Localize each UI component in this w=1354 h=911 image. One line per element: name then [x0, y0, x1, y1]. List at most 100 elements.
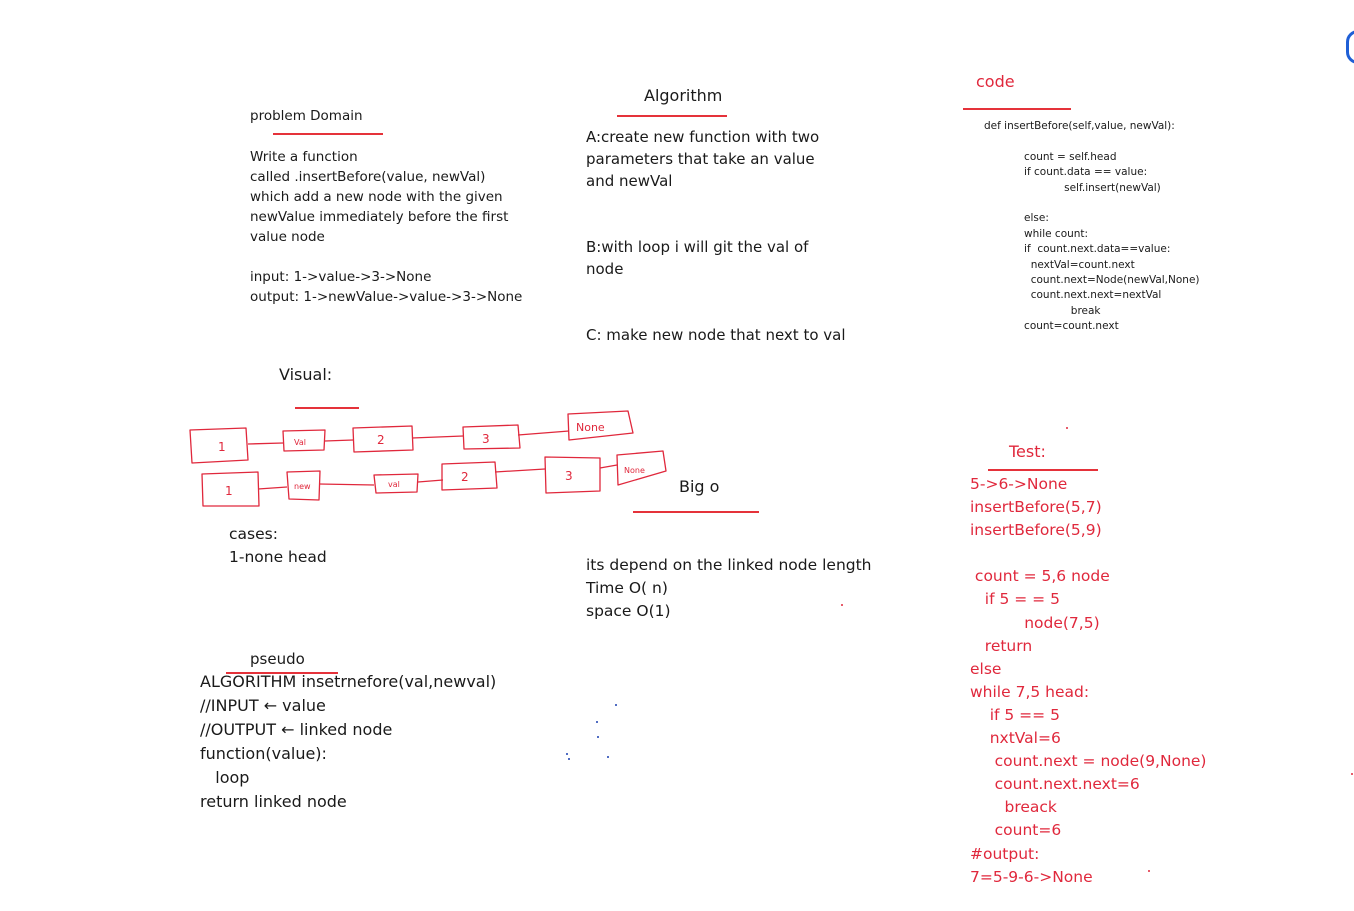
stray-dot [607, 756, 609, 758]
row1-node-1: 1 [218, 440, 226, 454]
row2-node-2: 2 [461, 470, 469, 484]
edge-circle-button[interactable] [1346, 30, 1354, 64]
stray-dot [1066, 427, 1068, 429]
row1-link [517, 430, 570, 436]
row2-node-none: None [624, 466, 645, 475]
visual-underline [295, 407, 359, 409]
pseudo-underline [226, 672, 338, 674]
text-line: 1-none head [229, 548, 327, 566]
text-line: B:with loop i will git the val of [586, 238, 809, 256]
row1-node-val: Val [294, 438, 306, 447]
row1-node-3: 3 [482, 432, 490, 446]
stray-dot [1351, 773, 1353, 775]
row1-node-box [352, 425, 414, 453]
text-line: else: [984, 212, 1049, 225]
row1-node-2: 2 [377, 433, 385, 447]
text-line: space O(1) [586, 602, 671, 620]
text-line: #output: [970, 844, 1040, 863]
text-line [250, 247, 522, 267]
text-line: function(value): [200, 744, 327, 763]
text-line: //INPUT ← value [200, 696, 326, 715]
algorithm-title: Algorithm [644, 86, 723, 105]
row2-node-3: 3 [565, 469, 573, 483]
text-line: Time O( n) [586, 579, 668, 597]
row2-node-box [616, 450, 667, 486]
text-line: which add a new node with the given [250, 189, 503, 205]
code-title: code [976, 72, 1015, 91]
test-title: Test: [1009, 442, 1046, 461]
problem-domain-title: problem Domain [250, 108, 363, 124]
stray-dot [841, 604, 843, 606]
text-line: return [970, 636, 1033, 655]
text-line: while count: [984, 227, 1089, 240]
stray-dot [566, 753, 568, 755]
text-line: its depend on the linked node length [586, 556, 872, 574]
visual-title: Visual: [279, 365, 333, 384]
text-line: output: 1->newValue->value->3->None [250, 289, 523, 305]
row2-node-1: 1 [225, 484, 233, 498]
row2-link [599, 464, 618, 469]
text-line [586, 280, 846, 302]
text-line: break [984, 304, 1101, 317]
stray-dot [596, 721, 598, 723]
text-line: count = self.head [984, 150, 1117, 163]
code-underline [963, 108, 1071, 110]
text-line: node(7,5) [970, 613, 1100, 632]
text-line: C: make new node that next to val [586, 326, 846, 344]
row2-link [417, 479, 444, 483]
code-block: def insertBefore(self,value, newVal): co… [984, 119, 1200, 335]
text-line: self.insert(newVal) [984, 181, 1161, 194]
text-line: called .insertBefore(value, newVal) [250, 169, 486, 185]
row2-link [494, 468, 546, 473]
cases-body: cases: 1-none head [229, 523, 327, 569]
row1-link [247, 442, 284, 445]
text-line: nextVal=count.next [984, 258, 1135, 271]
text-line [586, 302, 846, 324]
text-line: cases: [229, 525, 278, 543]
text-line: loop [200, 768, 250, 787]
text-line: 7=5-9-6->None [970, 867, 1093, 886]
text-line: newValue immediately before the first [250, 209, 509, 225]
row2-node-box [286, 470, 321, 501]
text-line [586, 214, 846, 236]
pseudo-code: ALGORITHM insetrnefore(val,newval) //INPU… [200, 670, 496, 814]
text-line: count.next=Node(newVal,None) [984, 274, 1200, 287]
row2-node-box [201, 471, 260, 507]
algorithm-underline [617, 115, 727, 117]
text-line [984, 134, 1200, 149]
row2-node-val: val [388, 480, 400, 489]
row2-node-box [441, 461, 498, 491]
row1-node-box [282, 429, 326, 452]
text-line: and newVal [586, 172, 673, 190]
big-o-underline [633, 511, 759, 513]
stray-dot [597, 736, 599, 738]
text-line: input: 1->value->3->None [250, 269, 432, 285]
stray-dot [1148, 870, 1150, 872]
row1-node-box [567, 410, 634, 441]
pseudo-title: pseudo [250, 650, 305, 668]
text-line: if count.data == value: [984, 166, 1148, 179]
text-line: count = 5,6 node [970, 567, 1110, 586]
text-line [984, 196, 1200, 211]
stray-dot [568, 758, 570, 760]
row1-node-box [189, 427, 249, 464]
text-line: count.next = node(9,None) [970, 752, 1207, 771]
problem-domain-body: Write a function called .insertBefore(val… [250, 147, 522, 307]
problem-domain-underline [273, 133, 383, 135]
text-line: ALGORITHM insetrnefore(val,newval) [200, 672, 497, 691]
linked-list-diagram: 1 Val 2 3 None 1 new val 2 3 None [189, 410, 667, 507]
text-line: Write a function [250, 149, 358, 165]
text-line: node [586, 260, 624, 278]
text-line: insertBefore(5,9) [970, 521, 1102, 540]
row2-node-box [373, 473, 419, 494]
text-line: if 5 == 5 [970, 705, 1060, 724]
text-line: nxtVal=6 [970, 729, 1061, 748]
text-line: count.next.next=6 [970, 775, 1140, 794]
text-line: return linked node [200, 792, 347, 811]
text-line: 5->6->None [970, 475, 1068, 493]
row2-link [318, 483, 375, 486]
text-line: breack [970, 798, 1057, 817]
